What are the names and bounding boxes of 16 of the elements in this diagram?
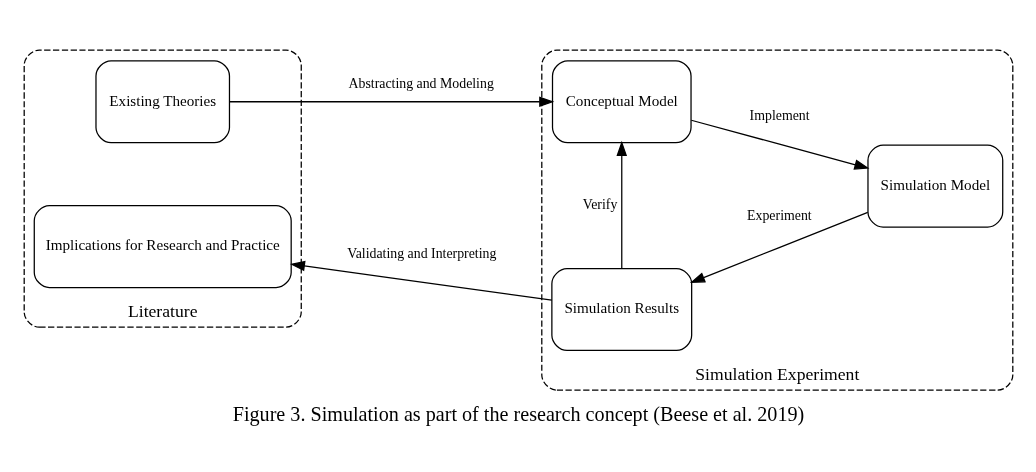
node-box: Simulation Results	[550, 267, 692, 351]
edge-label: Abstracting and Modeling	[347, 75, 494, 91]
arrow	[228, 95, 554, 107]
arrow	[689, 211, 868, 283]
node-box: Conceptual Model	[551, 59, 692, 143]
edge-label: Verify	[582, 196, 617, 212]
node-box: Implications for Research and Practice	[33, 204, 292, 288]
node-box: Simulation Model	[866, 144, 1003, 228]
edge-label: Implement	[749, 107, 810, 123]
edge-label: Validating and Interpreting	[346, 245, 496, 261]
node-box: Existing Theories	[94, 59, 230, 143]
arrow	[289, 260, 552, 301]
caption: Figure 3. Simulation as part of the research concept (Beese et al. 2019)	[232, 402, 804, 425]
arrow	[615, 140, 627, 269]
arrow	[690, 119, 869, 170]
edge-label: Experiment	[746, 207, 812, 223]
